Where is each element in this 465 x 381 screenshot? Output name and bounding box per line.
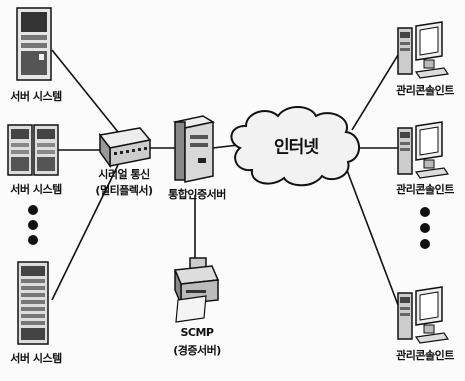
- admin-pc-icon: [398, 287, 448, 343]
- link-auth-internet: [213, 145, 238, 148]
- server-rack-icon: [8, 125, 58, 175]
- auth-server-label: 통합인증서버: [168, 186, 226, 202]
- link-server1-mux: [52, 50, 118, 132]
- ellipsis-dots-icon: [28, 205, 38, 245]
- server-rack-icon: [17, 8, 51, 80]
- scmp-sub-label: (경증서버): [173, 342, 221, 358]
- scmp-printer-icon: [175, 258, 218, 322]
- multiplexer-label: (멀티플렉서): [95, 182, 152, 198]
- server-label-3: 서버 시스템: [10, 350, 61, 366]
- multiplexer-icon: [100, 128, 150, 166]
- server-label-2: 서버 시스템: [10, 181, 61, 197]
- admin-pc-icon: [398, 22, 448, 78]
- server-rack-icon: [18, 262, 48, 344]
- admin-pc-icon: [398, 122, 448, 178]
- internet-label: 인터넷: [274, 133, 318, 158]
- ellipsis-dots-icon: [420, 207, 430, 249]
- scmp-label: SCMP: [180, 326, 213, 339]
- serial-comm-label: 시리얼 통신: [98, 166, 149, 182]
- auth-server-icon: [175, 116, 213, 182]
- admin-console-label-1: 관리콘솔인트: [396, 82, 454, 98]
- link-internet-admin1: [352, 55, 398, 130]
- server-label-1: 서버 시스템: [10, 88, 61, 104]
- admin-console-label-3: 관리콘솔인트: [396, 347, 454, 363]
- admin-console-label-2: 관리콘솔인트: [396, 181, 454, 197]
- link-internet-admin3: [345, 165, 398, 305]
